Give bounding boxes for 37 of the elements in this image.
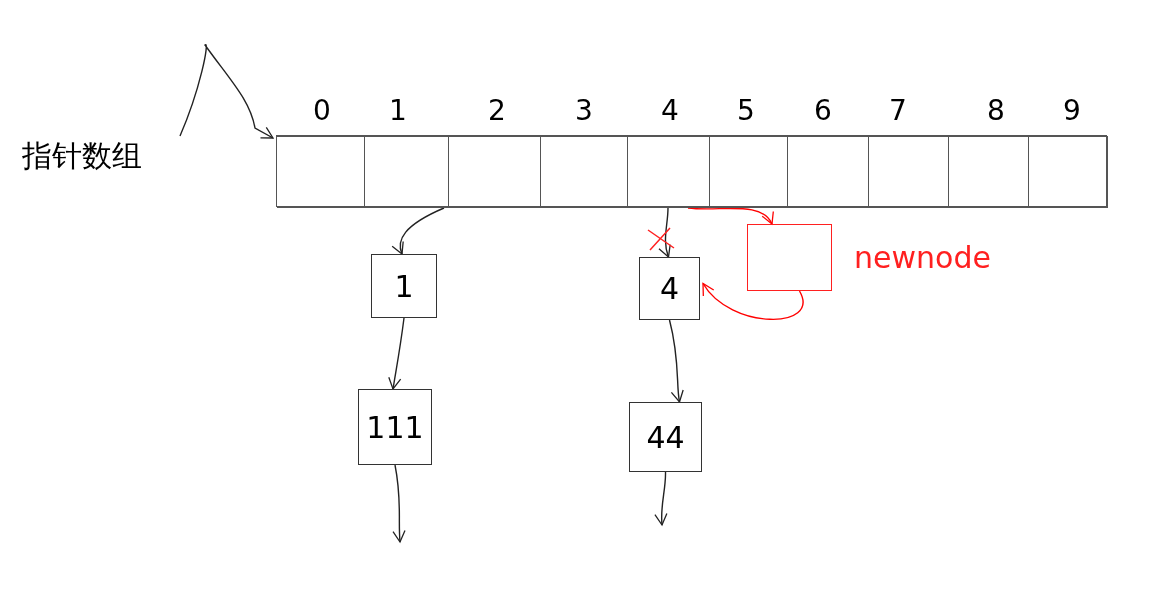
connector-arrow [658,207,672,258]
list-node: 1 [371,254,437,318]
array-cell [277,136,365,208]
list-node: 111 [358,389,432,465]
pointer-array [276,135,1107,207]
list-node: 4 [639,257,700,320]
index-label: 1 [389,94,407,127]
connector-arrow [179,44,274,139]
array-cell [449,136,541,208]
array-cell [365,136,449,208]
array-cell [541,136,628,208]
index-label: 0 [313,94,331,127]
list-node: 44 [629,402,702,472]
new-node-box [747,224,832,291]
index-label: 7 [889,94,907,127]
array-cell [628,136,710,208]
connector-arrow [668,319,685,403]
array-cell [788,136,869,208]
array-cell [869,136,949,208]
connector-arrow [388,317,405,390]
index-label: 6 [814,94,832,127]
index-label: 9 [1063,94,1081,127]
index-label: 3 [575,94,593,127]
connector-arrow [392,207,445,255]
index-label: 8 [987,94,1005,127]
array-cell [1029,136,1108,208]
index-label: 5 [737,94,755,127]
array-title: 指针数组 [22,136,142,175]
index-label: 4 [661,94,679,127]
index-label: 2 [488,94,506,127]
connector-arrow [702,282,804,320]
arrow [654,471,668,526]
array-cell [710,136,788,208]
arrow [392,464,406,543]
array-cell [949,136,1029,208]
node-caption: newnode [854,240,991,275]
connector-arrow [687,207,773,225]
